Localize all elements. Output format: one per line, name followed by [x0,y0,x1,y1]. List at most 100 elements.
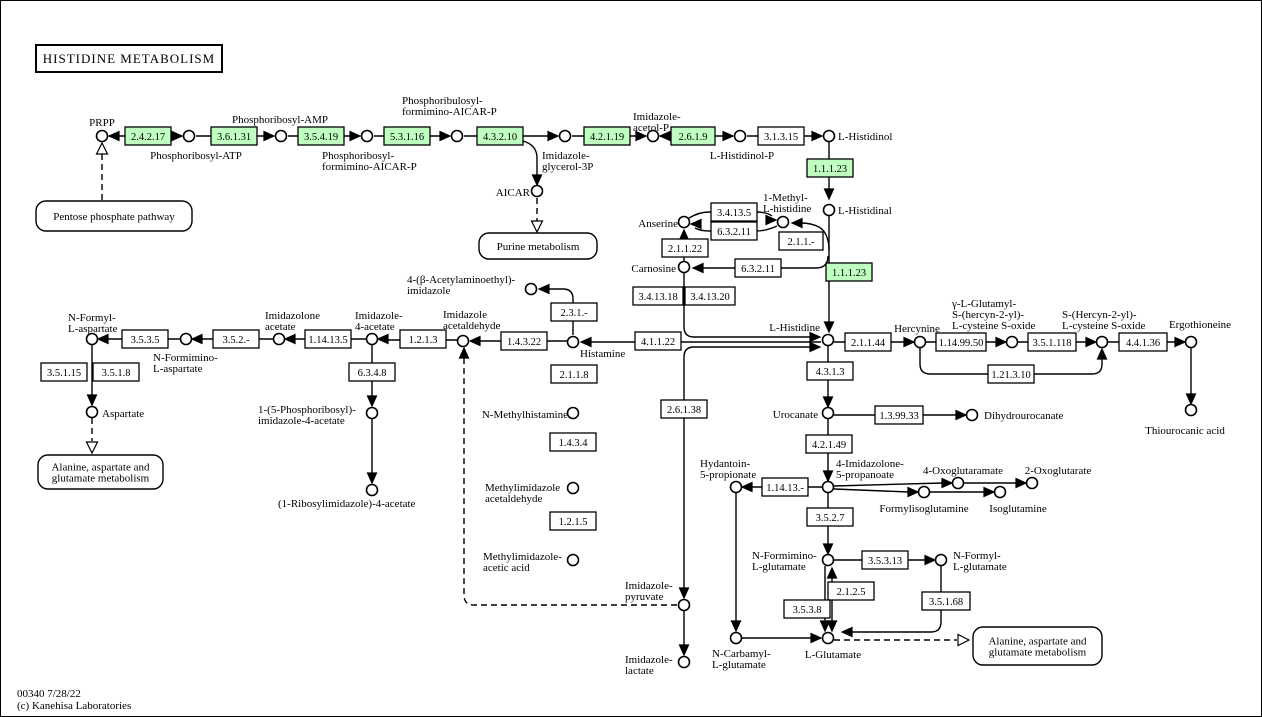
enzyme-box-1.14.13.5[interactable]: 1.14.13.5 [304,329,352,349]
compound-node-l-histidine[interactable] [821,333,835,347]
enzyme-box-2.1.1.22[interactable]: 2.1.1.22 [661,238,709,258]
enzyme-box-3.4.13.20[interactable]: 3.4.13.20 [684,286,736,306]
enzyme-box-3.4.13.5[interactable]: 3.4.13.5 [710,202,758,222]
enzyme-box-1.1.1.23[interactable]: 1.1.1.23 [806,158,854,178]
compound-node-aspartate[interactable] [85,405,99,419]
enzyme-box-1.21.3.10[interactable]: 1.21.3.10 [987,364,1035,384]
enzyme-box-1.2.1.5[interactable]: 1.2.1.5 [549,511,597,531]
compound-node-imidazolone-acetate[interactable] [272,332,286,346]
enzyme-box-3.5.2.7[interactable]: 3.5.2.7 [806,507,854,527]
compound-node-n-formimino-l-glutamate[interactable] [821,553,835,567]
compound-node-l-glutamate[interactable] [821,631,835,645]
compound-node-1-methyl-l-histidine[interactable] [776,215,790,229]
pathway-box-purine-metabolism[interactable]: Purine metabolism [478,232,598,260]
enzyme-box-3.5.1.118[interactable]: 3.5.1.118 [1027,332,1077,352]
enzyme-box-1.1.1.23[interactable]: 1.1.1.23 [825,262,873,282]
compound-node-urocanate[interactable] [821,406,835,420]
enzyme-box-2.3.1.-[interactable]: 2.3.1.- [550,302,598,322]
compound-node-phosphoribosyl-atp[interactable] [182,129,196,143]
enzyme-box-3.1.3.15[interactable]: 3.1.3.15 [757,126,805,146]
enzyme-box-3.4.13.18[interactable]: 3.4.13.18 [632,286,684,306]
enzyme-box-1.2.1.3[interactable]: 1.2.1.3 [399,329,447,349]
compound-node-ergothioneine[interactable] [1184,335,1198,349]
compound-node-imidazole-pyruvate[interactable] [677,598,691,612]
compound-node-1-ribosylimidazole-4-acetate[interactable] [365,483,379,497]
compound-node-phosphoribulosyl-formimino-aicar-p[interactable] [450,129,464,143]
compound-node-methylimidazole-acetic-acid[interactable] [566,553,580,567]
compound-node-n-carbamyl-l-glutamate[interactable] [729,631,743,645]
compound-node-thiourocanic-acid[interactable] [1184,403,1198,417]
enzyme-box-2.1.1.-[interactable]: 2.1.1.- [778,231,824,251]
enzyme-box-2.4.2.17[interactable]: 2.4.2.17 [124,126,172,146]
compound-node-4-oxoglutaramate[interactable] [951,476,965,490]
compound-node-aicar[interactable] [530,184,544,198]
enzyme-box-3.5.3.5[interactable]: 3.5.3.5 [121,329,169,349]
compound-node-g-l-glutamyl-s-hercyn-2-yl-l-cysteine-s-oxide[interactable] [1005,335,1019,349]
compound-node-n-formimino-l-aspartate[interactable] [179,332,193,346]
enzyme-box-2.1.1.44[interactable]: 2.1.1.44 [844,332,892,352]
compound-node-l-histidinol[interactable] [822,129,836,143]
enzyme-box-4.2.1.19[interactable]: 4.2.1.19 [583,126,631,146]
enzyme-box-6.3.2.11[interactable]: 6.3.2.11 [734,258,782,278]
enzyme-rect [40,362,88,382]
compound-node-l-histidinal[interactable] [822,203,836,217]
enzyme-ec-label: 1.14.99.50 [939,338,984,349]
enzyme-box-3.5.1.8[interactable]: 3.5.1.8 [92,362,140,382]
enzyme-box-3.5.1.68[interactable]: 3.5.1.68 [921,591,971,611]
compound-node-dihydrourocanate[interactable] [965,408,979,422]
enzyme-box-1.3.99.33[interactable]: 1.3.99.33 [874,405,924,425]
enzyme-box-6.3.4.8[interactable]: 6.3.4.8 [348,362,396,382]
enzyme-box-3.6.1.31[interactable]: 3.6.1.31 [210,126,258,146]
enzyme-box-4.4.1.36[interactable]: 4.4.1.36 [1118,332,1168,352]
compound-node-s-hercyn-2-yl-l-cysteine-s-oxide[interactable] [1095,335,1109,349]
compound-node-n-formyl-l-glutamate[interactable] [934,553,948,567]
enzyme-box-3.5.4.19[interactable]: 3.5.4.19 [297,126,345,146]
compound-node-prpp[interactable] [95,129,109,143]
enzyme-box-2.1.2.5[interactable]: 2.1.2.5 [827,581,875,601]
compound-node-hydantoin-5-propionate[interactable] [729,480,743,494]
compound-node-formylisoglutamine[interactable] [917,485,931,499]
compound-node-phosphoribosyl-formimino-aicar-p[interactable] [360,129,374,143]
enzyme-ec-label: 3.5.3.13 [868,556,902,567]
compound-node-imidazole-glycerol-3p[interactable] [558,129,572,143]
enzyme-box-2.1.1.8[interactable]: 2.1.1.8 [550,364,598,384]
enzyme-box-1.14.99.50[interactable]: 1.14.99.50 [935,332,987,352]
compound-node-isoglutamine[interactable] [993,485,1007,499]
compound-node-histamine[interactable] [566,335,580,349]
compound-node-imidazole-lactate[interactable] [677,655,691,669]
compound-node-imidazole-acetol-p[interactable] [646,129,660,143]
compound-node-l-histidinol-p[interactable] [733,129,747,143]
compound-node-imidazole-4-acetate[interactable] [365,332,379,346]
compound-node-phosphoribosyl-amp[interactable] [274,129,288,143]
enzyme-box-1.14.13.-[interactable]: 1.14.13.- [761,477,809,497]
compound-node-methylimidazole-acetaldehyde[interactable] [566,481,580,495]
compound-node-4-imidazolone-5-propanoate[interactable] [821,480,835,494]
compound-node-anserine[interactable] [677,215,691,229]
compound-node-imidazole-acetaldehyde[interactable] [456,334,470,348]
enzyme-box-1.4.3.22[interactable]: 1.4.3.22 [500,331,548,351]
enzyme-box-4.1.1.22[interactable]: 4.1.1.22 [634,331,682,351]
enzyme-box-3.5.1.15[interactable]: 3.5.1.15 [40,362,88,382]
enzyme-box-3.5.2.-[interactable]: 3.5.2.- [212,329,260,349]
enzyme-box-6.3.2.11[interactable]: 6.3.2.11 [710,221,758,241]
compound-node-hercynine[interactable] [913,335,927,349]
enzyme-box-3.5.3.13[interactable]: 3.5.3.13 [861,550,909,570]
enzyme-box-5.3.1.16[interactable]: 5.3.1.16 [383,126,431,146]
compound-node-carnosine[interactable] [677,260,691,274]
enzyme-box-2.6.1.38[interactable]: 2.6.1.38 [660,399,708,419]
enzyme-box-4.3.2.10[interactable]: 4.3.2.10 [476,126,524,146]
compound-node-n-formyl-l-aspartate[interactable] [85,332,99,346]
compound-node-1-5-phosphoribosyl-imidazole-4-acetate[interactable] [365,406,379,420]
compound-node-n-methylhistamine[interactable] [566,406,580,420]
pathway-box-pentose-phosphate-pathway[interactable]: Pentose phosphate pathway [35,200,193,232]
compound-node-2-oxoglutarate[interactable] [1025,476,1039,490]
enzyme-box-1.4.3.4[interactable]: 1.4.3.4 [549,432,597,452]
enzyme-box-3.5.3.8[interactable]: 3.5.3.8 [783,599,831,619]
enzyme-box-4.2.1.49[interactable]: 4.2.1.49 [805,434,853,454]
enzyme-box-2.6.1.9[interactable]: 2.6.1.9 [670,126,716,146]
arrowhead-down-icon [86,394,98,407]
enzyme-box-4.3.1.3[interactable]: 4.3.1.3 [806,361,854,381]
compound-node-4-b-acetylaminoethyl-imidazole[interactable] [524,282,538,296]
